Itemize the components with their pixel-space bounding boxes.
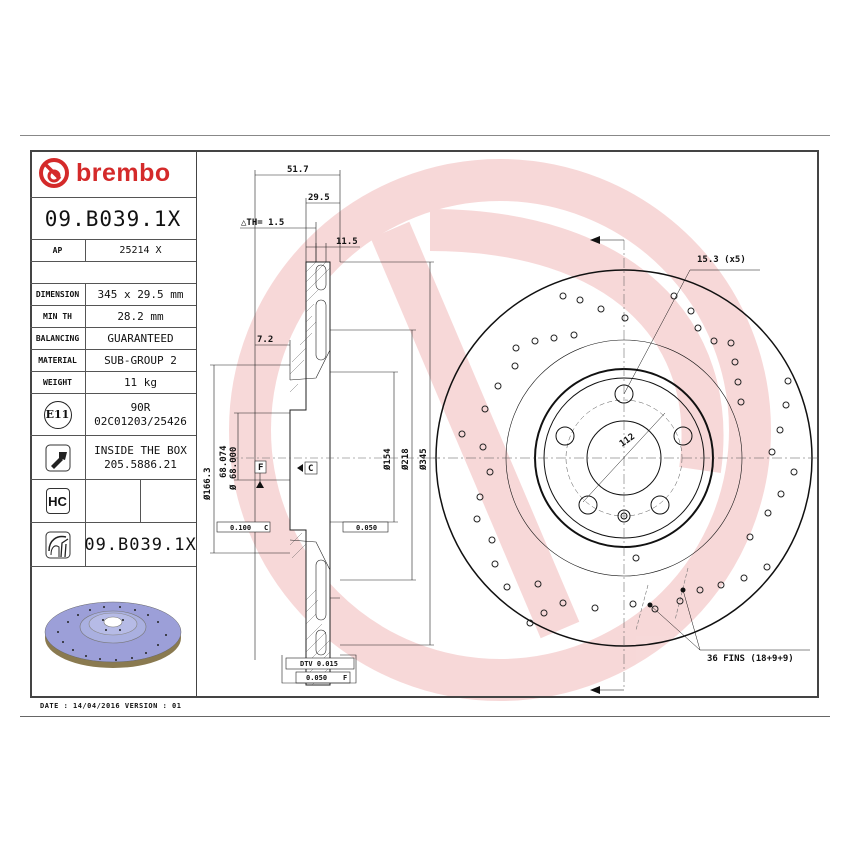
spec-value: 25214 X bbox=[119, 244, 162, 256]
screw-row: INSIDE THE BOX 205.5886.21 bbox=[30, 436, 196, 480]
spec-row-material: MATERIAL SUB-GROUP 2 bbox=[30, 350, 196, 372]
dim-51-7: 51.7 bbox=[287, 165, 309, 175]
sheet-border bbox=[20, 135, 830, 717]
e11-badge-icon: E11 bbox=[43, 400, 72, 429]
spec-label: MATERIAL bbox=[30, 350, 86, 371]
flatness-value: 0.050 bbox=[356, 524, 377, 532]
part-number-row: 09.B039.1X bbox=[30, 198, 196, 240]
drawing-frame bbox=[30, 150, 819, 698]
dim-d68-lower: Ø 68.000 bbox=[228, 447, 239, 491]
dim-delta-th: △TH= 1.5 bbox=[241, 218, 284, 228]
hc-divider bbox=[140, 480, 141, 522]
dim-d166: Ø166.3 bbox=[202, 467, 213, 501]
approval-line1: 90R bbox=[130, 400, 151, 414]
info-panel: brembo 09.B039.1X AP 25214 X DIMENSION 3… bbox=[30, 150, 197, 698]
brand-name: brembo bbox=[76, 158, 171, 187]
disc-render-image bbox=[44, 601, 182, 668]
dim-d68-upper: 68.074 bbox=[219, 445, 229, 478]
spec-row-empty bbox=[30, 262, 196, 284]
disc-front-view bbox=[430, 239, 818, 691]
approval-text: 90R 02C01203/25426 bbox=[85, 394, 196, 435]
hc-badge-cell: HC bbox=[30, 480, 86, 522]
dim-29-5: 29.5 bbox=[308, 193, 330, 203]
screw-icon bbox=[45, 444, 70, 471]
spec-value: 345 x 29.5 mm bbox=[97, 287, 184, 301]
dim-d218: Ø218 bbox=[400, 448, 411, 471]
brembo-logo-icon bbox=[39, 158, 69, 188]
hc-row: HC bbox=[30, 480, 196, 523]
spec-row-dimension: DIMENSION 345 x 29.5 mm bbox=[30, 284, 196, 306]
dim-d345: Ø345 bbox=[418, 448, 429, 471]
spec-row-weight: WEIGHT 11 kg bbox=[30, 372, 196, 394]
spec-label: BALANCING bbox=[30, 328, 86, 349]
fins-label: 36 FINS (18+9+9) bbox=[707, 654, 794, 664]
spec-label: AP bbox=[30, 240, 86, 261]
spec-row-balancing: BALANCING GUARANTEED bbox=[30, 328, 196, 350]
disc-part-number: 09.B039.1X bbox=[84, 534, 197, 555]
part-number: 09.B039.1X bbox=[44, 206, 182, 231]
disc-part-cell: 09.B039.1X bbox=[84, 523, 197, 566]
spec-row-min-th: MIN TH 28.2 mm bbox=[30, 306, 196, 328]
screw-line2: 205.5886.21 bbox=[104, 457, 177, 471]
disc-icon-cell bbox=[30, 523, 86, 566]
spec-label: WEIGHT bbox=[30, 372, 86, 393]
spec-row-ap: AP 25214 X bbox=[30, 240, 196, 262]
spec-value: GUARANTEED bbox=[107, 331, 174, 345]
approval-badge-cell: E11 bbox=[30, 394, 86, 435]
dtv-value: DTV 0.015 bbox=[300, 660, 338, 668]
dim-7-2: 7.2 bbox=[257, 335, 273, 345]
spec-value: SUB-GROUP 2 bbox=[104, 353, 177, 367]
dim-bolt-circle: 112 bbox=[618, 432, 637, 450]
spec-value: 11 kg bbox=[123, 375, 158, 389]
date-version: DATE : 14/04/2016 VERSION : 01 bbox=[40, 702, 182, 710]
dim-d154: Ø154 bbox=[382, 448, 393, 471]
datum-f: F bbox=[258, 463, 263, 473]
brake-disc-icon bbox=[45, 531, 70, 558]
disc-icon-row: 09.B039.1X bbox=[30, 523, 196, 567]
datum-c: C bbox=[308, 464, 313, 474]
approval-line2: 02C01203/25426 bbox=[94, 414, 187, 428]
parallelism-value: 0.100 bbox=[230, 524, 251, 532]
holes-label: 15.3 (x5) bbox=[697, 255, 746, 265]
parallelism-ref: C bbox=[264, 524, 268, 532]
spec-label: MIN TH bbox=[30, 306, 86, 327]
screw-icon-cell bbox=[30, 436, 86, 479]
brand-row: brembo bbox=[30, 150, 196, 198]
spec-value: 28.2 mm bbox=[117, 309, 164, 323]
approval-row: E11 90R 02C01203/25426 bbox=[30, 394, 196, 436]
screw-line1: INSIDE THE BOX bbox=[94, 443, 187, 457]
drilled-holes bbox=[458, 292, 798, 627]
hc-badge-icon: HC bbox=[45, 488, 70, 514]
dim-11-5: 11.5 bbox=[336, 237, 358, 247]
runout-ref: F bbox=[343, 674, 347, 682]
screw-text: INSIDE THE BOX 205.5886.21 bbox=[85, 436, 196, 479]
spec-label: DIMENSION bbox=[30, 284, 86, 305]
runout-value: 0.050 bbox=[306, 674, 327, 682]
technical-drawing: 51.7 29.5 △TH= 1.5 11.5 7.2 F C 0.100 C … bbox=[202, 165, 818, 694]
